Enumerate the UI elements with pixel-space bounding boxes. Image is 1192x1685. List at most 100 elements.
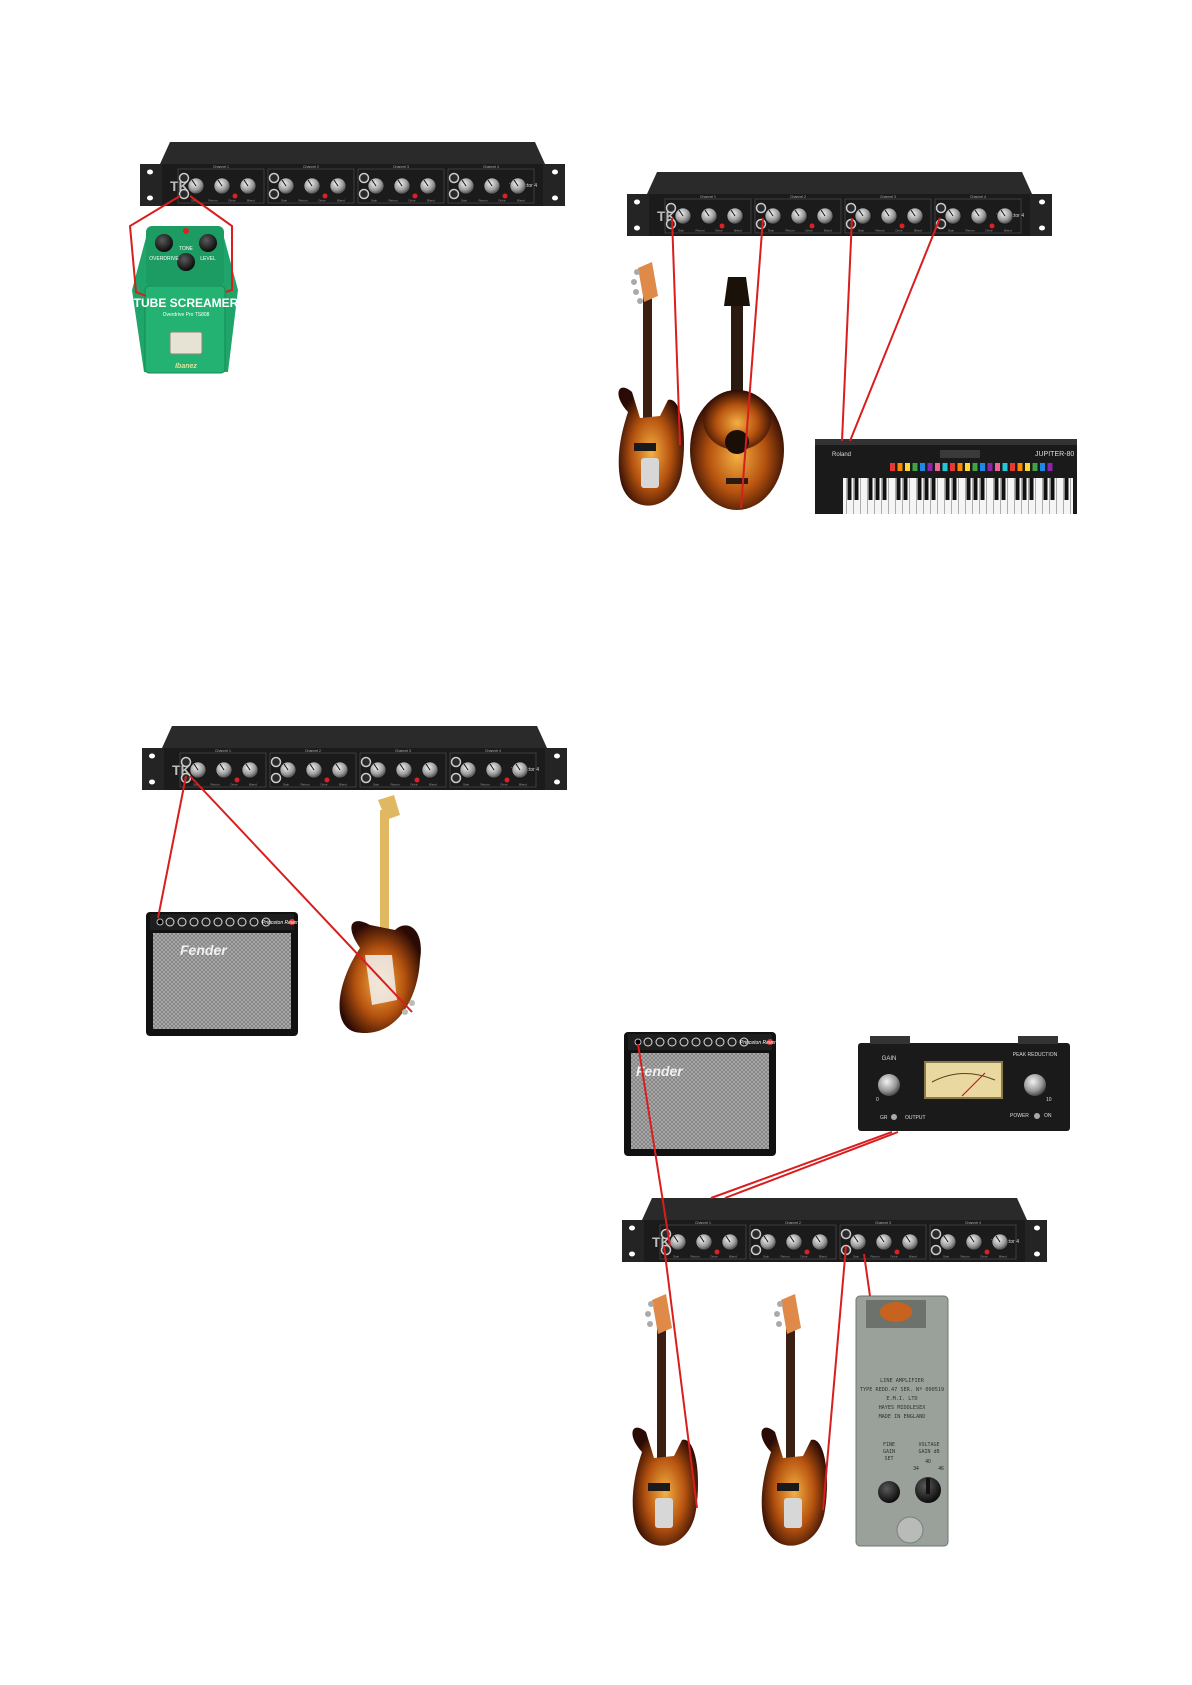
synth-black-key[interactable]: [945, 478, 950, 500]
synth-black-key[interactable]: [1015, 478, 1020, 500]
synth-tone-button[interactable]: [912, 463, 918, 471]
synth-black-key[interactable]: [952, 478, 957, 500]
synth-tone-button[interactable]: [1002, 463, 1008, 471]
synth-black-key[interactable]: [931, 478, 936, 500]
synth-black-key[interactable]: [854, 478, 859, 500]
synth-tone-button[interactable]: [1017, 463, 1023, 471]
send-jack[interactable]: [840, 1228, 852, 1240]
send-jack[interactable]: [180, 756, 192, 768]
fine-gain-knob[interactable]: [878, 1481, 900, 1503]
send-jack[interactable]: [450, 756, 462, 768]
synth-tone-button[interactable]: [905, 463, 910, 471]
synth-tone-button[interactable]: [995, 463, 1000, 471]
power-switch[interactable]: [1034, 1113, 1040, 1119]
return-jack[interactable]: [755, 218, 767, 230]
synth-black-key[interactable]: [1050, 478, 1055, 500]
amp-knob[interactable]: [165, 917, 175, 927]
return-jack[interactable]: [270, 772, 282, 784]
synth-tone-button[interactable]: [920, 463, 925, 471]
overdrive-knob[interactable]: [155, 234, 173, 252]
return-jack[interactable]: [930, 1244, 942, 1256]
synth-tone-button[interactable]: [987, 463, 993, 471]
amp-knob[interactable]: [643, 1037, 653, 1047]
synth-black-key[interactable]: [875, 478, 880, 500]
return-jack[interactable]: [448, 188, 460, 200]
send-jack[interactable]: [665, 202, 677, 214]
send-jack[interactable]: [178, 172, 190, 184]
synth-tone-button[interactable]: [950, 463, 955, 471]
amp-knob[interactable]: [237, 917, 247, 927]
send-jack[interactable]: [750, 1228, 762, 1240]
synth-tone-button[interactable]: [957, 463, 963, 471]
amp-knob[interactable]: [667, 1037, 677, 1047]
send-jack[interactable]: [360, 756, 372, 768]
amp-knob[interactable]: [655, 1037, 665, 1047]
synth-black-key[interactable]: [903, 478, 908, 500]
synth-black-key[interactable]: [1022, 478, 1027, 500]
synth-black-key[interactable]: [1064, 478, 1069, 500]
synth-tone-button[interactable]: [1040, 463, 1045, 471]
synth-black-key[interactable]: [896, 478, 901, 500]
send-jack[interactable]: [930, 1228, 942, 1240]
synth-tone-button[interactable]: [890, 463, 895, 471]
amp-knob[interactable]: [249, 917, 259, 927]
amp-knob[interactable]: [691, 1037, 701, 1047]
synth-tone-button[interactable]: [1025, 463, 1030, 471]
return-jack[interactable]: [750, 1244, 762, 1256]
send-jack[interactable]: [268, 172, 280, 184]
synth-tone-button[interactable]: [897, 463, 903, 471]
synth-tone-button[interactable]: [980, 463, 985, 471]
synth-tone-button[interactable]: [1032, 463, 1038, 471]
synth-black-key[interactable]: [868, 478, 873, 500]
send-jack[interactable]: [935, 202, 947, 214]
synth-black-key[interactable]: [1001, 478, 1006, 500]
synth-tone-button[interactable]: [935, 463, 940, 471]
gain-knob[interactable]: [878, 1074, 900, 1096]
amp-knob[interactable]: [213, 917, 223, 927]
footswitch[interactable]: [169, 331, 203, 355]
send-jack[interactable]: [358, 172, 370, 184]
amp-input-jack[interactable]: [156, 918, 164, 926]
synth-tone-button[interactable]: [1047, 463, 1053, 471]
return-jack[interactable]: [660, 1244, 672, 1256]
return-jack[interactable]: [450, 772, 462, 784]
level-knob[interactable]: [199, 234, 217, 252]
synth-black-key[interactable]: [1043, 478, 1048, 500]
synth-tone-button[interactable]: [1010, 463, 1015, 471]
send-jack[interactable]: [448, 172, 460, 184]
peak-reduction-knob[interactable]: [1024, 1074, 1046, 1096]
amp-knob[interactable]: [739, 1037, 749, 1047]
output-switch[interactable]: [891, 1114, 897, 1120]
send-jack[interactable]: [270, 756, 282, 768]
return-jack[interactable]: [268, 188, 280, 200]
synth-black-key[interactable]: [973, 478, 978, 500]
amp-knob[interactable]: [261, 917, 271, 927]
amp-knob[interactable]: [177, 917, 187, 927]
amp-knob[interactable]: [727, 1037, 737, 1047]
synth-tone-button[interactable]: [972, 463, 978, 471]
amp-knob[interactable]: [189, 917, 199, 927]
synth-tone-button[interactable]: [927, 463, 933, 471]
synth-black-key[interactable]: [966, 478, 971, 500]
amp-knob[interactable]: [201, 917, 211, 927]
send-jack[interactable]: [845, 202, 857, 214]
amp-knob[interactable]: [703, 1037, 713, 1047]
synth-black-key[interactable]: [847, 478, 852, 500]
amp-knob[interactable]: [225, 917, 235, 927]
synth-black-key[interactable]: [882, 478, 887, 500]
return-jack[interactable]: [178, 188, 190, 200]
synth-black-key[interactable]: [1029, 478, 1034, 500]
synth-black-key[interactable]: [994, 478, 999, 500]
tone-knob[interactable]: [177, 253, 195, 271]
synth-black-key[interactable]: [924, 478, 929, 500]
synth-tone-button[interactable]: [942, 463, 948, 471]
synth-black-key[interactable]: [917, 478, 922, 500]
amp-knob[interactable]: [715, 1037, 725, 1047]
return-jack[interactable]: [665, 218, 677, 230]
amp-knob[interactable]: [679, 1037, 689, 1047]
return-jack[interactable]: [360, 772, 372, 784]
synth-black-key[interactable]: [980, 478, 985, 500]
synth-tone-button[interactable]: [965, 463, 970, 471]
return-jack[interactable]: [358, 188, 370, 200]
send-jack[interactable]: [755, 202, 767, 214]
